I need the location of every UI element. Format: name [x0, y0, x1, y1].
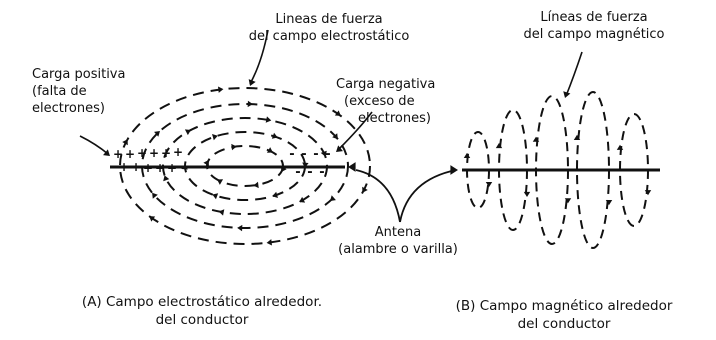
- arrowhead: [184, 129, 191, 136]
- pointer-line: [337, 111, 373, 151]
- arrowhead: [271, 132, 278, 139]
- arrowhead: [362, 186, 368, 193]
- negative-charge-sign: -: [295, 165, 300, 180]
- arrowhead: [299, 196, 306, 203]
- arrowhead: [231, 143, 237, 151]
- arrowhead: [152, 192, 158, 199]
- arrowhead: [320, 150, 327, 157]
- positive-charge-sign: +: [149, 146, 159, 160]
- arrowhead: [154, 130, 160, 137]
- arrowhead: [616, 144, 624, 150]
- negative-charge-sign: -: [307, 165, 312, 180]
- negative-charge-sign: -: [313, 147, 318, 162]
- antenna-pointer: [355, 169, 401, 223]
- positive-charge-label: Carga positiva (falta de electrones): [32, 67, 126, 116]
- arrowhead: [463, 152, 471, 158]
- arrowhead: [212, 134, 218, 141]
- field-line-ellipse: [119, 87, 371, 245]
- pointer-line: [565, 51, 583, 97]
- arrowhead: [163, 175, 170, 182]
- positive-charge-sign: +: [113, 147, 123, 161]
- arrowhead: [330, 195, 336, 202]
- conductors-and-pointers: [79, 29, 660, 223]
- arrowhead: [253, 181, 259, 189]
- caption-b: (B) Campo magnético alrededor del conduc…: [455, 298, 673, 332]
- arrowhead: [237, 224, 243, 232]
- negative-charge-sign: -: [319, 165, 324, 180]
- arrowhead: [563, 91, 571, 98]
- negative-charge-sign: -: [301, 147, 306, 162]
- electrostatic-field-lines-label: Lineas de fuerza del campo electrostátic…: [248, 12, 410, 44]
- arrowhead: [495, 143, 503, 149]
- arrowhead: [103, 149, 110, 156]
- arrowhead: [217, 179, 224, 185]
- arrowhead: [266, 147, 273, 153]
- arrowhead: [248, 79, 256, 86]
- positive-charge-sign: +: [161, 146, 171, 160]
- arrowhead: [212, 193, 219, 200]
- positive-charge-sign: +: [173, 145, 183, 159]
- pointer-line: [249, 29, 269, 85]
- arrowhead: [336, 145, 343, 152]
- arrowhead: [265, 116, 272, 123]
- arrowhead: [573, 134, 581, 140]
- antenna-pointer: [399, 169, 457, 223]
- arrowhead: [302, 162, 309, 168]
- negative-charge-sign: -: [325, 147, 330, 162]
- arrowhead: [203, 160, 209, 167]
- positive-charge-sign: +: [137, 146, 147, 160]
- arrowhead: [218, 209, 225, 216]
- positive-charge-sign: +: [125, 147, 135, 161]
- arrowhead: [122, 139, 128, 146]
- caption-a: (A) Campo electrostático alrededor. del …: [81, 294, 323, 328]
- arrowhead: [247, 100, 253, 108]
- arrowhead: [332, 133, 338, 140]
- arrowhead: [218, 86, 224, 93]
- magnetic-field-lines-label: Líneas de fuerza del campo magnético: [523, 10, 665, 42]
- arrowhead: [523, 191, 531, 197]
- arrowhead: [334, 110, 341, 116]
- arrowhead: [485, 182, 493, 188]
- arrowhead: [532, 136, 540, 142]
- pointer-line: [79, 135, 109, 155]
- arrowhead: [348, 162, 356, 172]
- antenna-label: Antena (alambre o varilla): [338, 225, 458, 257]
- negative-charge-sign: -: [289, 147, 294, 162]
- arrowhead: [450, 165, 458, 175]
- arrowhead: [272, 191, 278, 198]
- arrowhead: [644, 190, 652, 196]
- arrowhead: [564, 198, 572, 204]
- arrowhead: [149, 216, 156, 222]
- negative-charge-label: Carga negativa (exceso de electrones): [336, 77, 436, 126]
- arrowhead: [266, 239, 272, 246]
- arrowhead: [605, 200, 613, 206]
